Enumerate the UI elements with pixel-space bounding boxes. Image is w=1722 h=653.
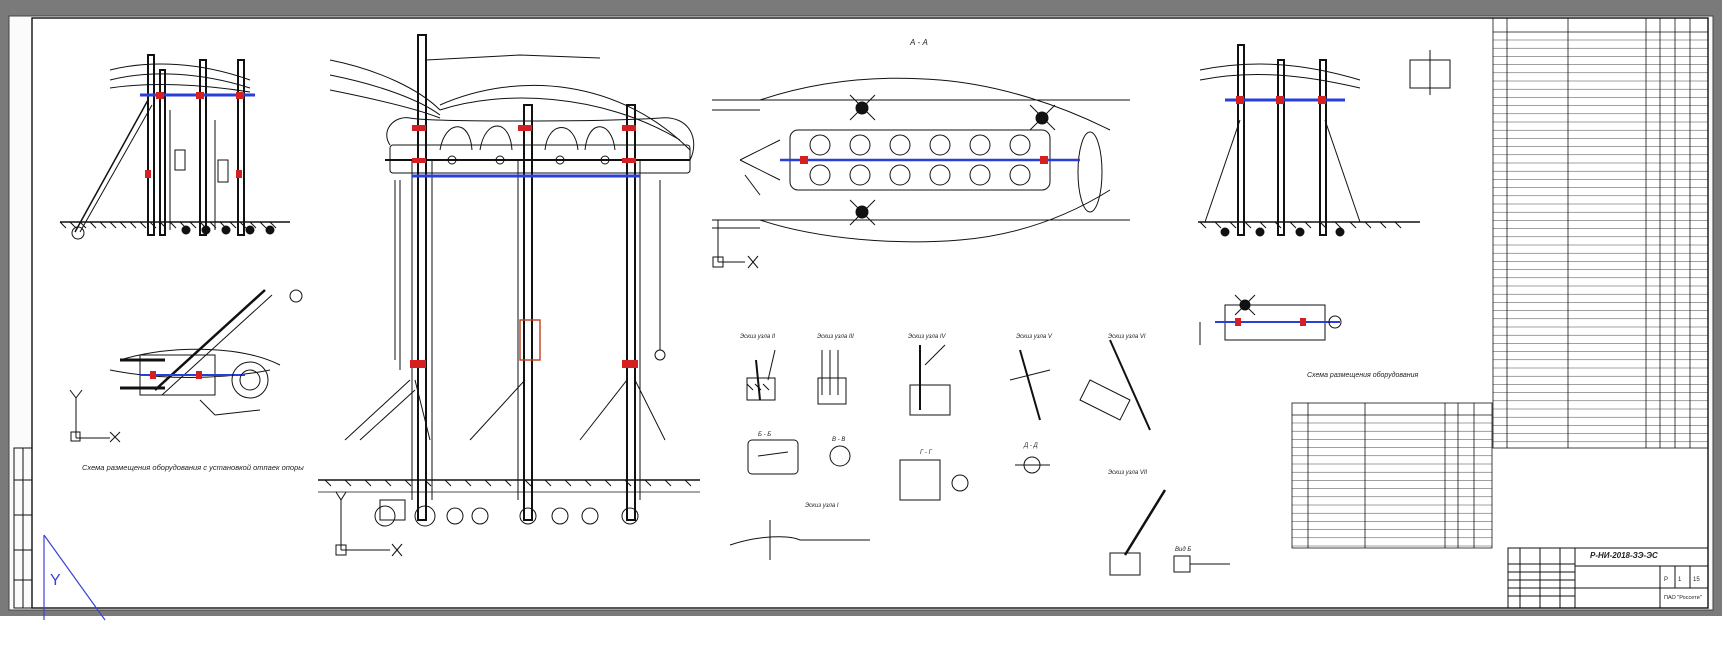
inner-frame <box>31 17 1709 609</box>
caption-mounting: Схема размещения оборудования <box>1307 372 1419 379</box>
caption-view-aa: А - А <box>910 38 928 47</box>
viewport-left-bar <box>0 0 9 648</box>
node-sketches <box>729 339 1230 576</box>
caption-node-6: Эскиз узла VI <box>1108 334 1146 340</box>
left-pole-assembly <box>59 54 290 240</box>
svg-text:Y: Y <box>50 572 61 589</box>
caption-node-7: Эскиз узла VII <box>1108 470 1148 476</box>
viewport-top-bar <box>0 0 1722 16</box>
spec-table-rows <box>1493 39 1708 442</box>
right-pole-assembly <box>1198 44 1451 345</box>
caption-node-4: Эскиз узла IV <box>908 334 946 340</box>
caption-sec-bb: Б - Б <box>758 432 772 438</box>
central-pole-elevation <box>318 34 700 527</box>
aa-axis-glyph <box>712 220 759 269</box>
caption-sec-gg: Г - Г <box>920 450 932 456</box>
caption-left-scheme: Схема размещения оборудования с установк… <box>82 463 304 472</box>
caption-sec-dd: Д - Д <box>1024 443 1038 449</box>
left-plan-equipment <box>109 289 303 416</box>
left-stamp-strip <box>13 447 33 609</box>
caption-node-3: Эскиз узла III <box>817 334 854 340</box>
caption-view-b: Вид Б <box>1175 547 1192 553</box>
left-axis-glyph <box>69 389 121 443</box>
caption-sec-vv: В - В <box>832 437 846 443</box>
title-block-sheet: 1 <box>1678 577 1682 583</box>
caption-node-1: Эскиз узла I <box>805 503 839 509</box>
spec-table-center <box>1291 402 1493 549</box>
section-aa <box>712 77 1130 243</box>
title-block-stage: Р <box>1664 577 1669 583</box>
blue-corner-mark: Y <box>43 534 106 621</box>
title-block-code: Р-НИ-2018-ЗЭ-ЭС <box>1590 551 1658 560</box>
title-block-sheets: 15 <box>1693 577 1700 583</box>
center-axis-glyph <box>335 491 403 557</box>
title-block <box>1507 547 1709 609</box>
viewport-right-bar <box>1713 0 1722 648</box>
caption-node-5: Эскиз узла V <box>1016 334 1052 340</box>
spec-table-center-rows <box>1292 422 1492 547</box>
title-block-org: ПАО "Россети" <box>1664 595 1702 601</box>
caption-node-2: Эскиз узла II <box>740 334 776 340</box>
